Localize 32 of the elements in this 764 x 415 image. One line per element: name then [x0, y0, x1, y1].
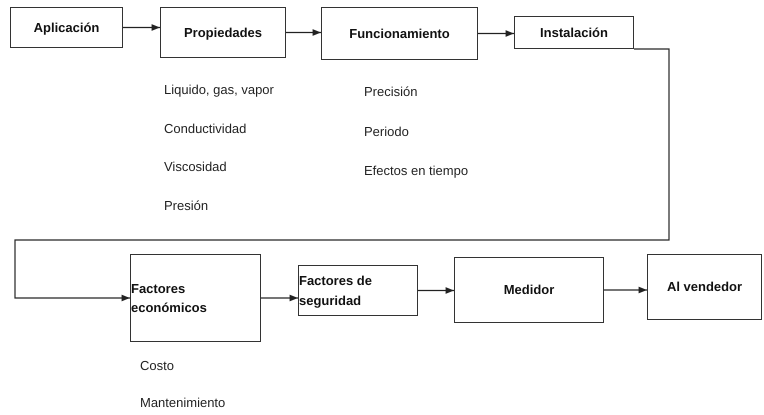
process-box — [514, 16, 634, 49]
process-box — [160, 7, 286, 58]
process-box — [321, 7, 478, 60]
box-label: Factores de seguridad — [299, 272, 373, 310]
process-box — [647, 254, 762, 320]
property-text: Mantenimiento — [140, 395, 226, 410]
arrow — [123, 24, 160, 31]
arrow — [418, 287, 454, 294]
arrow — [478, 30, 514, 37]
property-text: Liquido, gas, vapor — [164, 82, 274, 97]
property-text: Conductividad — [164, 121, 246, 136]
arrow — [14, 48, 670, 302]
property-text: Viscosidad — [164, 159, 227, 174]
process-box — [130, 254, 261, 342]
box-label: Aplicación — [34, 18, 100, 37]
property-text: Costo — [140, 358, 174, 373]
box-label: Factores económicos — [131, 280, 208, 317]
property-text: Presión — [164, 198, 208, 213]
box-label: Al vendedor — [666, 278, 742, 296]
property-text: Efectos en tiempo — [364, 163, 468, 178]
property-text: Precisión — [364, 84, 418, 99]
process-box — [10, 7, 123, 48]
arrow — [604, 286, 647, 294]
property-text: Periodo — [364, 124, 409, 139]
process-box — [454, 257, 604, 323]
arrow — [286, 29, 321, 36]
box-label: Medidor — [504, 281, 554, 300]
box-label: Instalación — [540, 24, 608, 42]
box-label: Propiedades — [184, 24, 262, 42]
arrow — [261, 294, 298, 302]
process-box — [298, 265, 418, 316]
box-label: Funcionamiento — [349, 24, 450, 43]
